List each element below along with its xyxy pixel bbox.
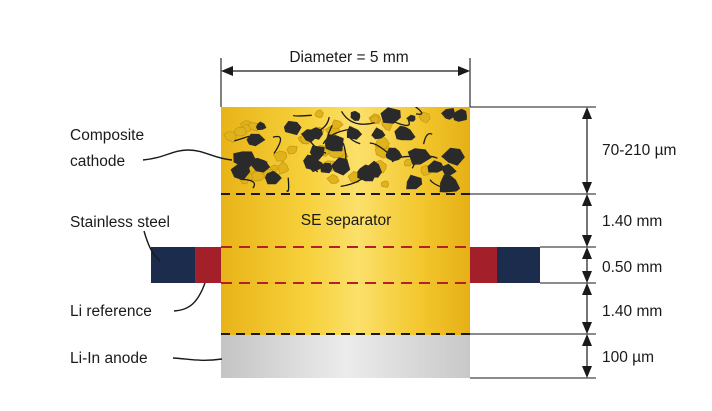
dim-label-cathode: 70-210 µm [602, 142, 676, 159]
active-material-particle [385, 147, 403, 162]
composite-cathode-leader [142, 149, 233, 161]
stainless-steel-left [151, 247, 195, 283]
active-material-particle [407, 148, 432, 165]
active-material-particle [331, 157, 351, 176]
active-material-particle [442, 179, 456, 192]
active-material-particle [265, 170, 282, 185]
active-material-particle [380, 107, 401, 124]
electrolyte-particle [331, 119, 344, 129]
stainless-steel-label: Stainless steel [70, 214, 170, 231]
dim-label-separator-lower: 1.40 mm [602, 303, 662, 320]
electrolyte-particle [418, 111, 431, 124]
conductive-strand [327, 125, 333, 138]
electrolyte-particle [369, 115, 380, 125]
conductive-strand [322, 128, 352, 145]
conductive-strand [234, 135, 250, 142]
diameter-arrow-right [458, 66, 470, 76]
electrolyte-particle [272, 150, 288, 162]
active-material-particle [452, 108, 467, 122]
active-material-particle [364, 160, 382, 178]
active-material-particle [406, 114, 416, 122]
active-material-particle [394, 125, 416, 141]
active-material-particle [246, 133, 266, 147]
conductive-strand [422, 133, 433, 145]
dim-label-separator-upper: 1.40 mm [602, 213, 662, 230]
li-reference-leader [173, 282, 206, 312]
electrolyte-particle [223, 131, 238, 143]
se-separator-label: SE separator [301, 212, 391, 229]
conductive-strand [286, 177, 290, 192]
electrolyte-particle [404, 159, 412, 167]
active-material-particle [350, 110, 361, 121]
li-reference-right [470, 247, 497, 283]
electrolyte-particle [234, 126, 248, 137]
stainless-steel-leader [143, 230, 161, 262]
active-material-particle [441, 163, 457, 175]
active-material-particle [251, 157, 271, 173]
active-material-particle [283, 120, 302, 136]
active-material-particle [309, 145, 325, 160]
li-reference-label: Li reference [70, 303, 152, 320]
conductive-strand [414, 107, 423, 115]
active-material-particle [346, 126, 363, 140]
active-material-particle [441, 108, 456, 120]
active-material-particle [371, 127, 386, 140]
active-material-particle [427, 160, 445, 173]
stainless-steel-right [497, 247, 540, 283]
electrolyte-particle [286, 145, 298, 155]
li-in-anode-leader [172, 357, 223, 361]
electrolyte-particle [314, 109, 324, 119]
li-in-anode-label: Li-In anode [70, 350, 148, 367]
active-material-particle [441, 147, 465, 166]
li-reference-left [195, 247, 221, 283]
active-material-particle [256, 121, 267, 131]
electrolyte-particle [326, 173, 340, 184]
thickness-dimensions [470, 106, 596, 379]
se-separator-body [221, 107, 470, 335]
active-material-particle [320, 162, 333, 174]
electrolyte-particle [380, 180, 390, 188]
active-material-particle [230, 162, 251, 181]
conductive-strand [292, 114, 312, 117]
diameter-label: Diameter = 5 mm [289, 49, 408, 66]
composite-cathode-label-line2: cathode [70, 153, 125, 170]
active-material-particle [406, 174, 423, 190]
electrolyte-particle [278, 160, 290, 175]
li-in-anode-layer [221, 335, 470, 378]
composite-cathode-particles [223, 107, 467, 193]
active-material-particle [324, 135, 344, 152]
active-material-particle [307, 159, 324, 173]
conductive-strand [340, 110, 375, 125]
conductive-strand [272, 135, 282, 154]
diameter-arrow-left [221, 66, 233, 76]
active-material-particle [310, 127, 323, 140]
conductive-strand [369, 142, 389, 154]
dim-label-anode: 100 µm [602, 349, 654, 366]
composite-cathode-label-line1: Composite [70, 127, 144, 144]
dim-label-reference-gap: 0.50 mm [602, 259, 662, 276]
